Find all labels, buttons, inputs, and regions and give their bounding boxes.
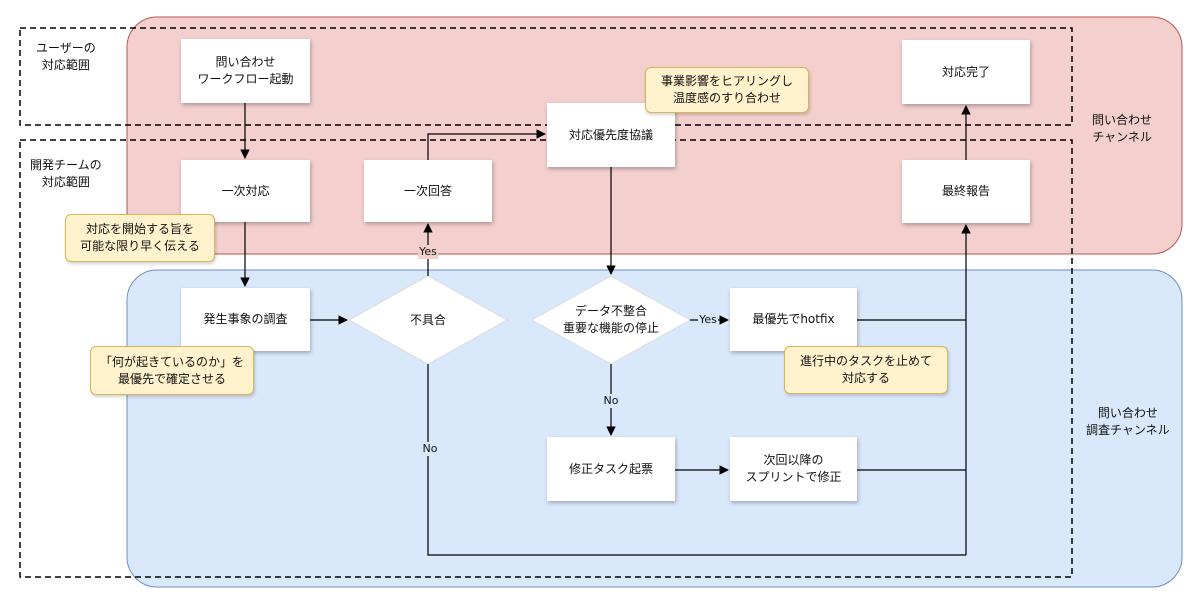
- critical-decision-label: データ不整合 重要な機能の停止: [562, 304, 659, 335]
- defect-yes-label: Yes: [418, 245, 438, 259]
- critical-no-label: No: [602, 394, 620, 408]
- investigate-node: 発生事象の調査: [181, 288, 310, 351]
- hotfix-node: 最優先でhotfix: [730, 288, 857, 351]
- fix-ticket-node: 修正タスク起票: [547, 437, 675, 501]
- first-answer-node: 一次回答: [364, 160, 492, 222]
- defect-decision-label: 不具合: [409, 312, 446, 327]
- done-node: 対応完了: [902, 40, 1030, 104]
- next-sprint-node: 次回以降の スプリントで修正: [730, 437, 857, 501]
- dev-scope-frame: [19, 139, 1073, 578]
- user-scope-frame: [19, 27, 1073, 126]
- final-report-node: 最終報告: [902, 160, 1030, 223]
- dev-scope-label: 開発チームの 対応範囲: [30, 158, 102, 189]
- inquiry-channel-label: 問い合わせ チャンネル: [1092, 113, 1153, 144]
- tell-start-note: 対応を開始する旨を 可能な限り早く伝える: [65, 214, 215, 262]
- first-response-node: 一次対応: [181, 160, 310, 222]
- defect-no-label: No: [421, 442, 439, 456]
- hearing-note: 事業影響をヒアリングし 温度感のすり合わせ: [645, 67, 809, 113]
- investigation-channel-label: 問い合わせ 調査チャンネル: [1086, 406, 1170, 437]
- confirm-note: 「何が起きているのか」を 最優先で確定させる: [90, 346, 254, 395]
- edge-first-answer-to-priority: [427, 129, 546, 160]
- start-workflow-node: 問い合わせ ワークフロー起動: [181, 39, 310, 103]
- priority-meeting-node: 対応優先度協議: [547, 103, 675, 167]
- user-scope-label: ユーザーの 対応範囲: [36, 41, 96, 72]
- critical-yes-label: Yes: [698, 313, 718, 327]
- stop-task-note: 進行中のタスクを止めて 対応する: [784, 346, 948, 394]
- edge-defect-no-to-report: [427, 364, 966, 556]
